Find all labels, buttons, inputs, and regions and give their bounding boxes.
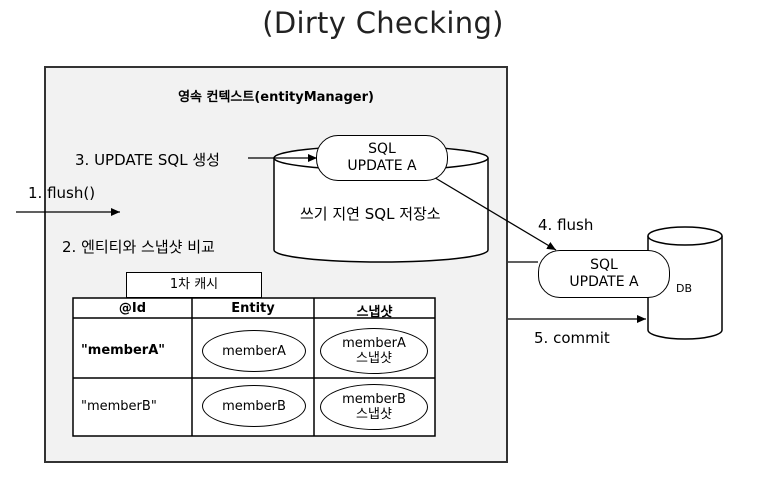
row-memberA-entity-label: memberA: [222, 343, 286, 359]
row-memberA-snapshot-line2: 스냅샷: [356, 351, 392, 366]
step-commit-label: 5. commit: [534, 329, 610, 347]
row-memberB-snapshot-line2: 스냅샷: [356, 407, 392, 422]
header-entity: Entity: [231, 301, 275, 316]
step-flush-label: 1. flush(): [28, 184, 96, 202]
write-store-sql-stmt: UPDATE A: [347, 158, 417, 174]
row-memberA-snapshot: memberA 스냅샷: [320, 328, 428, 374]
diagram-title: (Dirty Checking): [262, 6, 504, 40]
row-memberB-entity: memberB: [202, 385, 306, 427]
write-store-sql-pill: SQL UPDATE A: [316, 135, 448, 181]
header-id: @Id: [118, 301, 147, 316]
row-memberB-snapshot-line1: memberB: [342, 392, 406, 407]
row-memberB-entity-label: memberB: [222, 398, 286, 414]
write-store-sql-title: SQL: [368, 141, 396, 157]
db-sql-stmt: UPDATE A: [569, 274, 639, 290]
header-snapshot: 스냅샷: [356, 305, 393, 320]
write-store-label: 쓰기 지연 SQL 저장소: [300, 205, 441, 223]
db-sql-pill: SQL UPDATE A: [538, 250, 670, 298]
step-compare-label: 2. 엔티티와 스냅샷 비교: [62, 238, 215, 256]
row-memberA-id: "memberA": [81, 343, 166, 358]
persistence-context-title: 영속 컨텍스트(entityManager): [178, 90, 374, 105]
db-label: DB: [676, 282, 693, 295]
row-memberA-entity: memberA: [202, 330, 306, 372]
row-memberB-id: "memberB": [81, 399, 157, 414]
step-flush-db-label: 4. flush: [538, 216, 594, 234]
flush-db-arrow: [431, 175, 557, 251]
first-level-cache-label: 1차 캐시: [126, 272, 262, 298]
row-memberA-snapshot-line1: memberA: [342, 336, 406, 351]
row-memberB-snapshot: memberB 스냅샷: [320, 384, 428, 430]
db-sql-title: SQL: [590, 257, 618, 273]
step-update-sql-label: 3. UPDATE SQL 생성: [75, 151, 220, 169]
